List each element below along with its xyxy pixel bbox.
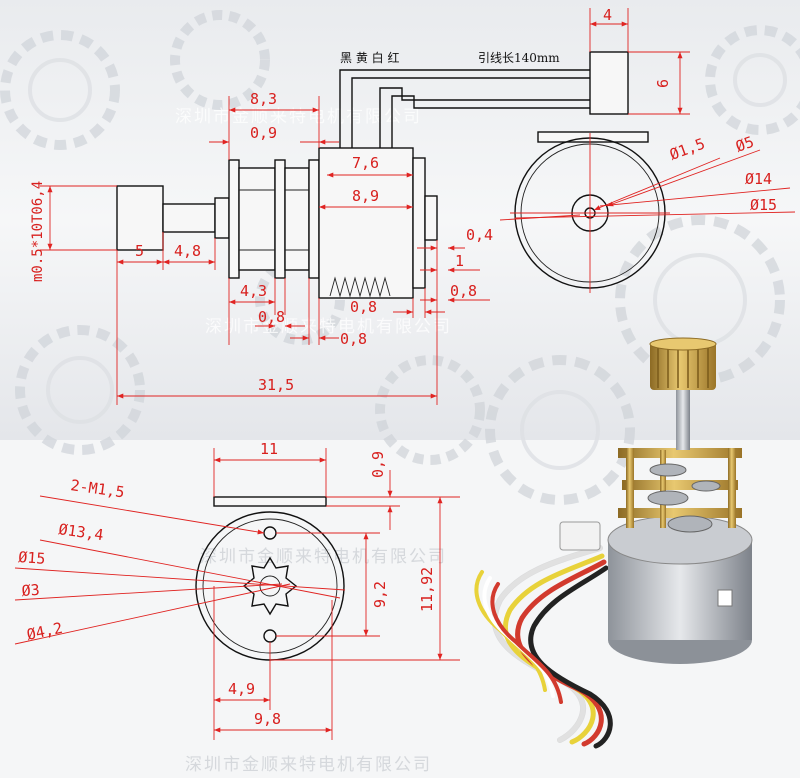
front-view-plate (213, 496, 327, 507)
photo-shaft (676, 378, 690, 450)
motor-endcap (412, 157, 426, 289)
wire-colors-label: 黑 黄 白 红 (340, 50, 399, 65)
dim-0-9-top: 0,9 (250, 124, 277, 142)
photo-connector (559, 521, 601, 551)
dim-11: 11 (260, 440, 278, 458)
wire-4 (391, 95, 590, 148)
dim-0-8-b: 0,8 (340, 330, 367, 348)
connector-outline (589, 51, 629, 115)
dim-end-view-diameters: Ø1,5 Ø5 Ø14 Ø15 (499, 133, 796, 221)
dim-7-6: 7,6 (352, 154, 379, 172)
dim-0-8-c: 0,8 (350, 298, 377, 316)
gearbox-plate-1 (228, 159, 240, 279)
dim-8-3: 8,3 (250, 90, 277, 108)
wire-3 (379, 87, 590, 148)
watermark-bottom: 深圳市金顺来特电机有限公司 (185, 755, 432, 775)
dim-rear-boss: 0,4 1 0,8 (417, 226, 493, 303)
motor-rear-boss (424, 195, 438, 241)
dim-phi-14: Ø14 (745, 170, 772, 188)
dim-motor-body: 7,6 8,9 (319, 154, 413, 210)
gearbox-plate-3 (308, 159, 320, 279)
dim-gearbox-top: 8,3 0,9 (209, 90, 339, 160)
photo-wire-yellow (502, 553, 605, 745)
motor-photo (474, 337, 753, 749)
pinion-outline (116, 185, 164, 251)
dim-1: 1 (455, 252, 464, 270)
dim-31-5: 31,5 (258, 376, 294, 394)
dim-phi-3: Ø3 (21, 581, 40, 600)
dim-phi-5: Ø5 (733, 133, 756, 156)
shaft-outline (162, 203, 216, 233)
dim-5: 5 (135, 242, 144, 260)
dim-0-8-a: 0,8 (258, 308, 285, 326)
dim-8-9: 8,9 (352, 187, 379, 205)
shaft-collar (214, 197, 230, 239)
wire-1 (339, 69, 590, 148)
dim-4-9: 4,9 (228, 680, 255, 698)
dim-4-3: 4,3 (240, 282, 267, 300)
dim-11-92: 11,92 (418, 567, 436, 612)
dim-0-9-bottom: 0,9 (369, 451, 387, 478)
dim-0-8-d: 0,8 (450, 282, 477, 300)
end-view-flange (537, 131, 649, 143)
dim-9-8: 9,8 (254, 710, 281, 728)
dim-0-4: 0,4 (466, 226, 493, 244)
dim-front-view: 11 0,9 9,2 11,92 4,9 9,8 (213, 440, 460, 740)
lead-length-label: 引线长140mm (478, 51, 560, 65)
photo-wire-white (492, 545, 603, 743)
photo-pinion (650, 342, 716, 390)
dim-gearbox-bottom: 4,3 0,8 0,8 0,8 (228, 278, 445, 348)
shaft-spec: m0.5*10T06,4 (30, 181, 46, 282)
gearbox-plate-2 (274, 159, 286, 279)
end-view-drawing (510, 131, 670, 293)
dim-phi-15: Ø15 (750, 196, 777, 214)
front-view-gear (242, 556, 298, 616)
gearbox-gears-2 (284, 167, 310, 271)
dim-4: 4 (603, 6, 612, 24)
dim-4-8: 4,8 (174, 242, 201, 260)
rotor-teeth (329, 276, 391, 298)
dim-connector: 4 6 (589, 6, 690, 115)
dim-9-2: 9,2 (371, 581, 389, 608)
dim-phi-15-bottom: Ø15 (18, 548, 46, 568)
watermark-lower: 深圳市金顺来特电机有限公司 (200, 547, 447, 567)
dim-shaft-lengths: 5 4,8 (116, 232, 216, 270)
gearbox-gears (238, 167, 276, 271)
wire-2 (351, 77, 590, 148)
dim-pinion-height: m0.5*10T06,4 (30, 181, 117, 282)
watermark-middle: 深圳市金顺来特电机有限公司 (205, 317, 452, 337)
dim-6: 6 (654, 79, 672, 88)
dim-total-length: 31,5 (116, 270, 438, 405)
